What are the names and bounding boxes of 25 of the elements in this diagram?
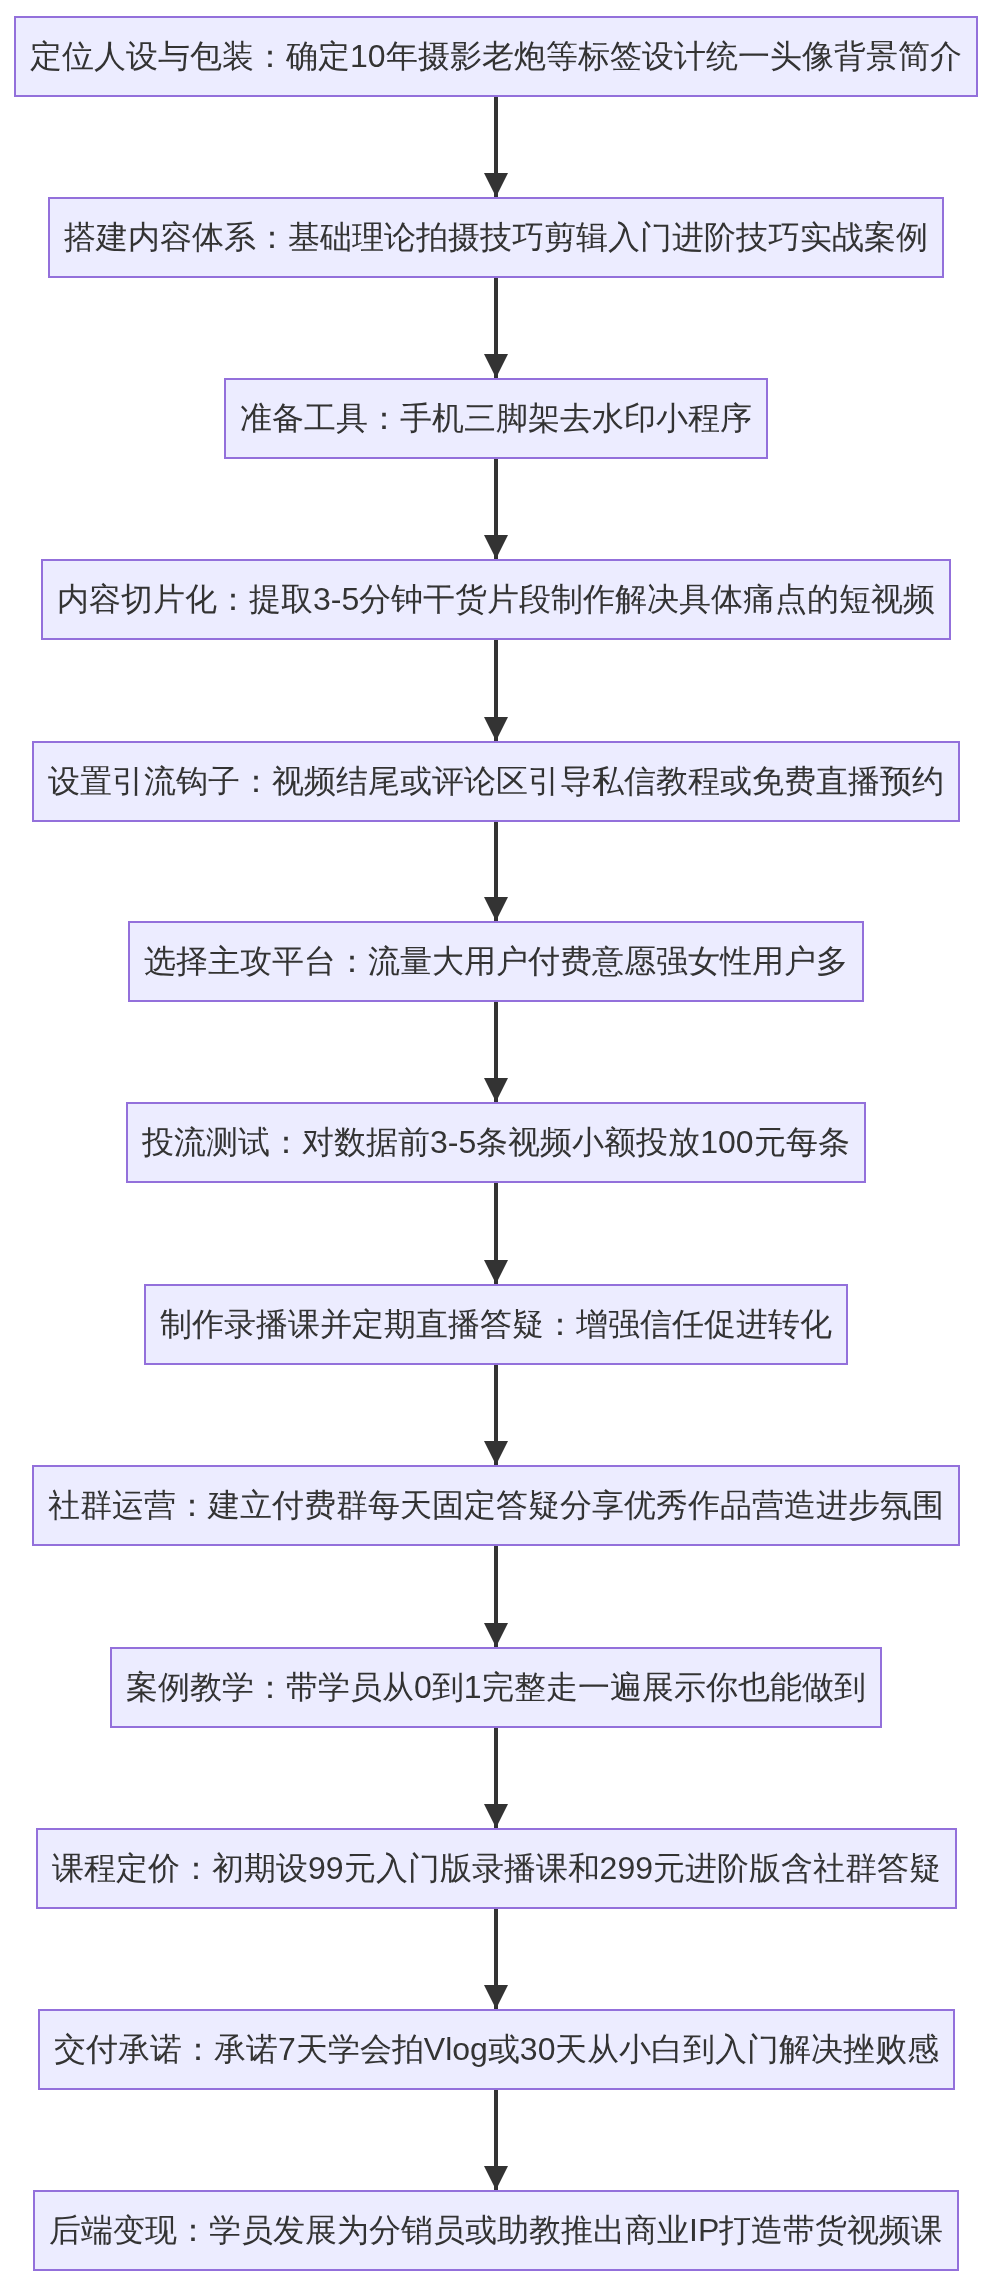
arrow	[484, 278, 508, 378]
process-box: 选择主攻平台：流量大用户付费意愿强女性用户多	[128, 921, 864, 1002]
arrow	[484, 1546, 508, 1647]
process-box: 制作录播课并定期直播答疑：增强信任促进转化	[144, 1284, 848, 1365]
arrow	[484, 1365, 508, 1465]
arrow	[484, 1728, 508, 1828]
arrow	[484, 459, 508, 559]
process-box: 案例教学：带学员从0到1完整走一遍展示你也能做到	[110, 1647, 882, 1728]
process-box: 投流测试：对数据前3-5条视频小额投放100元每条	[126, 1102, 866, 1183]
process-box: 准备工具：手机三脚架去水印小程序	[224, 378, 768, 459]
arrow	[484, 2090, 508, 2190]
arrow	[484, 1002, 508, 1102]
process-box: 课程定价：初期设99元入门版录播课和299元进阶版含社群答疑	[36, 1828, 957, 1909]
arrow	[484, 1909, 508, 2009]
arrow	[484, 97, 508, 197]
arrow	[484, 1183, 508, 1284]
process-box: 内容切片化：提取3-5分钟干货片段制作解决具体痛点的短视频	[41, 559, 952, 640]
process-box: 搭建内容体系：基础理论拍摄技巧剪辑入门进阶技巧实战案例	[48, 197, 944, 278]
arrow	[484, 822, 508, 921]
arrow	[484, 640, 508, 741]
process-box: 交付承诺：承诺7天学会拍Vlog或30天从小白到入门解决挫败感	[38, 2009, 956, 2090]
process-box: 后端变现：学员发展为分销员或助教推出商业IP打造带货视频课	[33, 2190, 960, 2271]
process-box: 设置引流钩子：视频结尾或评论区引导私信教程或免费直播预约	[32, 741, 960, 822]
process-box: 定位人设与包装：确定10年摄影老炮等标签设计统一头像背景简介	[14, 16, 978, 97]
process-box: 社群运营：建立付费群每天固定答疑分享优秀作品营造进步氛围	[32, 1465, 960, 1546]
